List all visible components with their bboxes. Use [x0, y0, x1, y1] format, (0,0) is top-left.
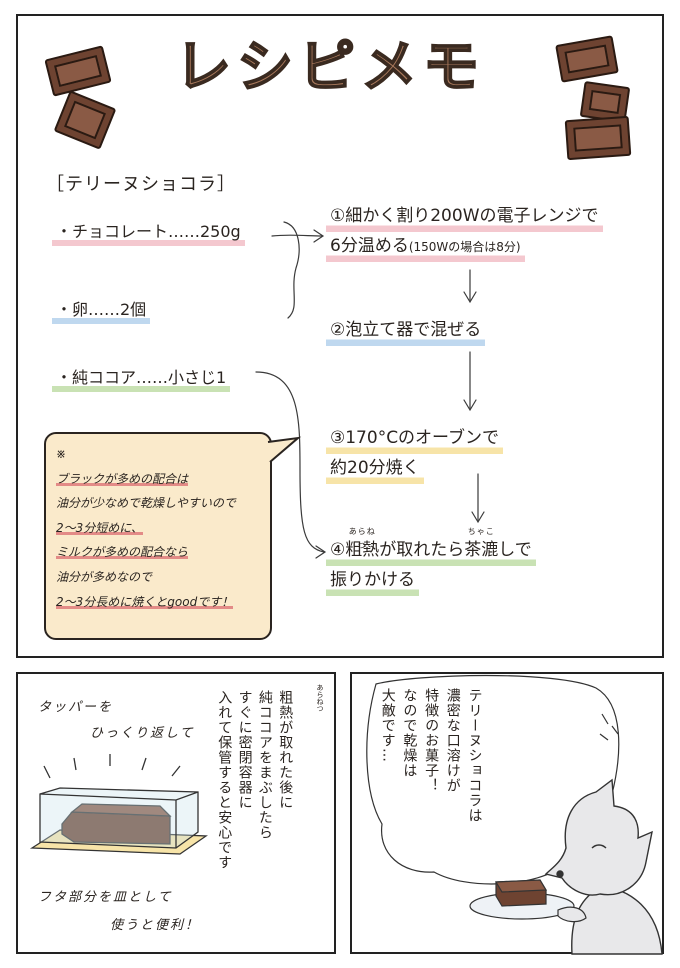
step-4-ruby-2: ちゃこ [467, 527, 495, 536]
step-4-word-2-text: 茶漉 [464, 540, 499, 560]
bubble-text: テリーヌショコラは 濃密な口溶けが 特徴のお菓子！ なので乾燥は 大敵です… [376, 688, 484, 838]
storage-tip-ruby: あらねつ [316, 684, 324, 712]
tip-note-mark: ※ [56, 447, 67, 461]
step-3: ③170°Cのオーブンで 約20分焼く [326, 424, 504, 484]
ingredient-cocoa: ・純ココア……小さじ1 [52, 364, 231, 392]
tip-note-line: 2〜3分短めに、 [56, 516, 260, 541]
fox-body [571, 885, 663, 955]
storage-tip-text: 粗熱が取れた後に 純ココアをまぶしたら すぐに密閉容器に 入れて保管すると安心で… [214, 690, 295, 880]
storage-tip-line-4: 入れて保管すると安心です [216, 690, 233, 870]
step-4-text-b: が取れたら [379, 540, 465, 560]
step-1-line-2: 6分温める [330, 235, 409, 256]
step-4-ruby-1: あらねつ [348, 527, 376, 550]
step-4-num: ④ [330, 540, 346, 560]
step-1-note: (150Wの場合は8分) [408, 239, 521, 254]
tupperware-cake-illustration [29, 754, 208, 855]
tip-note-line-2: 油分が少なめで乾燥しやすいので [56, 496, 236, 511]
fox-hand [557, 906, 587, 923]
chocolate-piece-icon [564, 115, 632, 161]
storage-tip-line-1: 粗熱が取れた後に [277, 690, 294, 810]
note-tail-icon [267, 436, 302, 463]
ingredient-chocolate: ・チョコレート……250g [52, 218, 245, 246]
step-1: ①細かく割り200Wの電子レンジで 6分温める(150Wの場合は8分) [326, 202, 603, 262]
step-3-line-1: ③170°Cのオーブンで [326, 424, 504, 454]
bubble-line-3: 特徴のお菓子！ [423, 688, 440, 793]
step-4-text-d: しで [498, 540, 532, 560]
bubble-line-5: 大敵です… [379, 688, 396, 763]
tip-note-box: ※ ブラックが多めの配合は 油分が少なめで乾燥しやすいので 2〜3分短めに、 ミ… [44, 432, 272, 640]
step-2: ②泡立て器で混ぜる [326, 316, 486, 346]
tip-note-line-1: ブラックが多めの配合は [56, 471, 189, 486]
fox-head [544, 778, 653, 896]
step-4-word-2: ちゃこ茶漉 [464, 527, 499, 566]
bubble-line-2: 濃密な口溶けが [444, 688, 461, 793]
hand-caption-top-2: ひっくり返して [90, 726, 195, 741]
ingredient-eggs: ・卵……2個 [52, 296, 151, 324]
hand-caption-top-1: タッパーを [38, 700, 114, 715]
step-3-line-2: 約20分焼く [326, 453, 424, 484]
tip-note-line: ミルクが多めの配合なら [56, 540, 260, 565]
hand-caption-bottom-2: 使うと便利！ [110, 918, 201, 933]
page-title: レシピメモ [174, 34, 485, 101]
bubble-line-1: テリーヌショコラは [466, 688, 483, 823]
cake-top [70, 803, 172, 817]
fox-character-icon [469, 778, 663, 955]
storage-tip-line-2: 純ココアをまぶしたら [256, 690, 273, 840]
tip-note-line: 2〜3分長めに焼くとgoodです！ [56, 590, 260, 615]
recipe-name: ［テリーヌショコラ］ [46, 174, 236, 195]
container-outline [39, 787, 199, 849]
tip-note-line-5: 油分が多めなので [56, 569, 153, 584]
bubble-line-4: なので乾燥は [401, 688, 418, 778]
step-4-word-1: あらねつ粗熱 [345, 527, 380, 566]
tip-note-line-4: ミルクが多めの配合なら [56, 545, 189, 560]
tip-note-line-3: 2〜3分短めに、 [56, 520, 143, 535]
tip-note-line: ブラックが多めの配合は [56, 467, 260, 492]
emphasis-marks-icon [599, 713, 619, 741]
emphasis-lines-icon [43, 754, 181, 779]
tip-note-line-6: 2〜3分長めに焼くとgoodです！ [56, 594, 234, 609]
step-1-line-1: ①細かく割り200Wの電子レンジで [326, 202, 603, 232]
step-1-line-2-wrap: 6分温める(150Wの場合は8分) [326, 231, 525, 262]
step-4-word-1-text: 粗熱 [345, 540, 380, 560]
storage-tip-line-3: すぐに密閉容器に [236, 690, 253, 810]
step-4-line-2: 振りかける [326, 565, 419, 596]
hand-caption-bottom-1: フタ部分を皿として [38, 890, 173, 905]
step-2-text: ②泡立て器で混ぜる [326, 316, 486, 346]
